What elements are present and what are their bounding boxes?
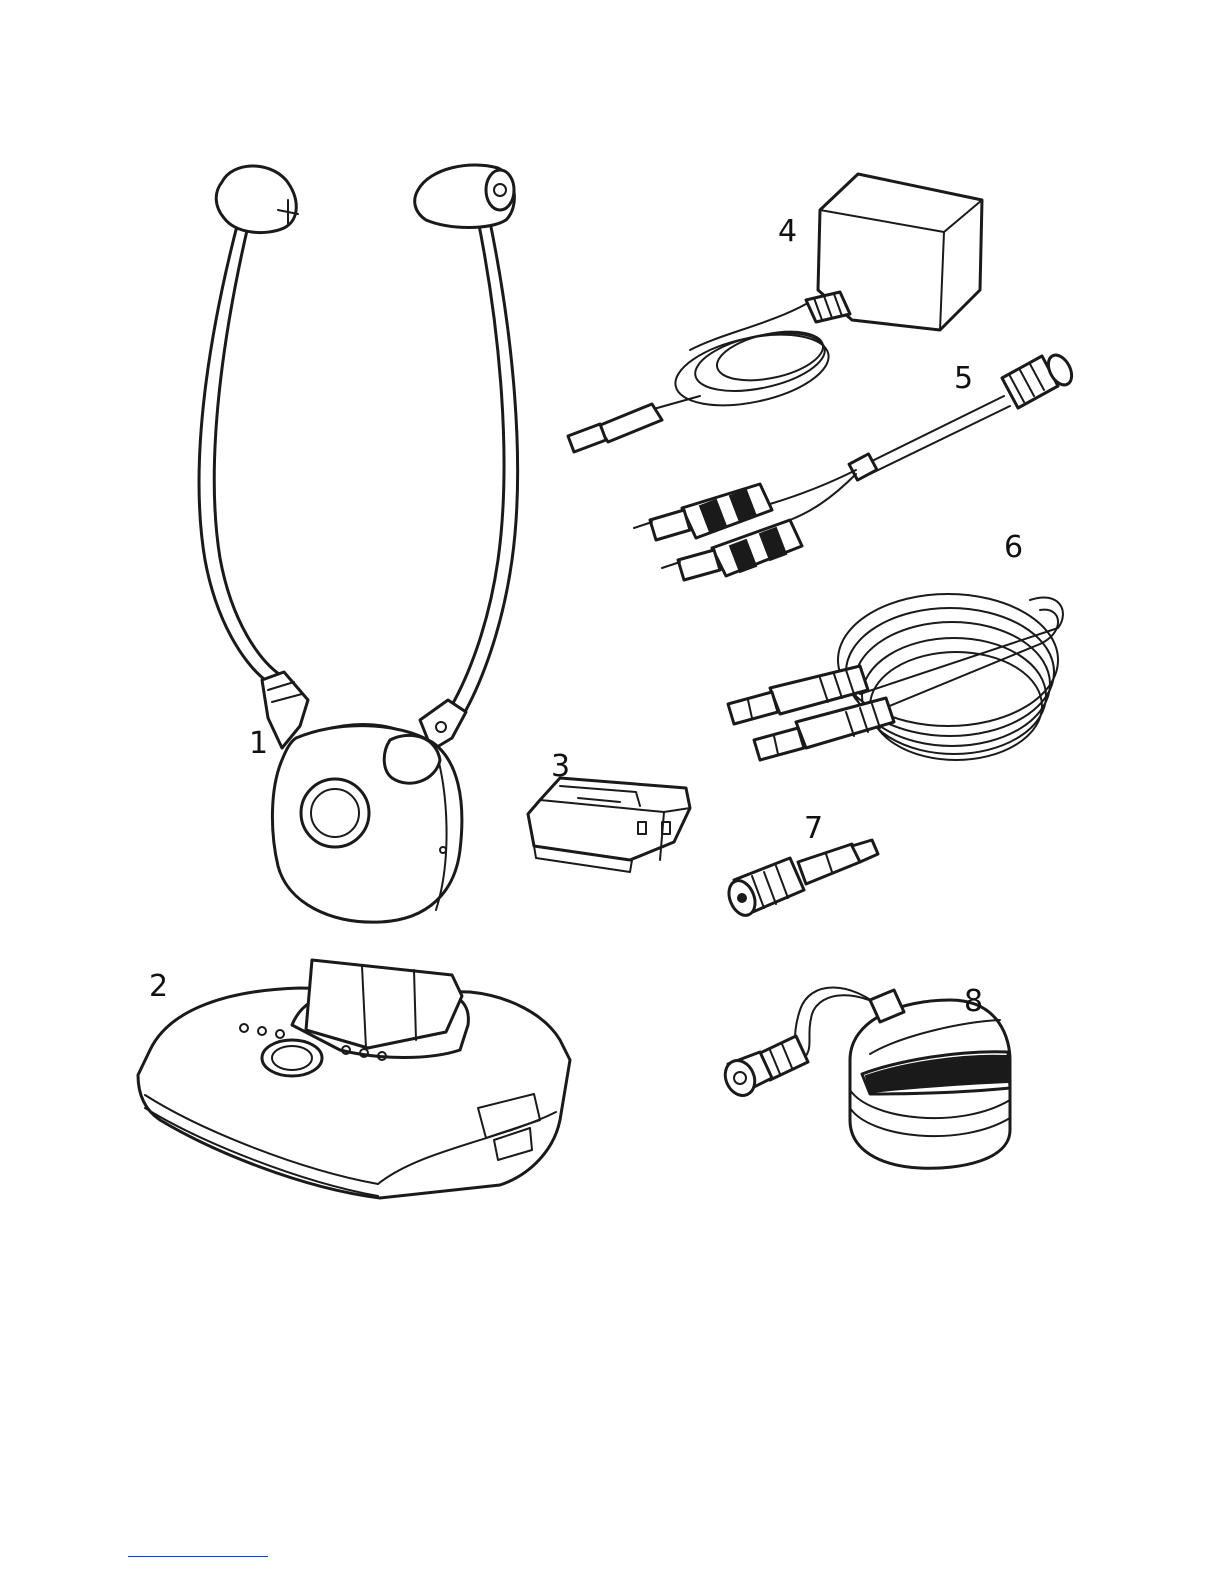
audio-cable-illustration <box>728 594 1063 760</box>
callout-5: 5 <box>954 361 973 396</box>
jack-adapter-illustration <box>724 840 878 919</box>
callout-1: 1 <box>249 726 268 761</box>
battery-pack-illustration <box>528 778 690 872</box>
callout-7: 7 <box>804 811 823 846</box>
callout-6: 6 <box>1004 530 1023 565</box>
headset-illustration <box>199 165 518 922</box>
callout-4: 4 <box>778 214 797 249</box>
power-adapter-illustration <box>568 174 982 452</box>
base-station-illustration <box>138 960 570 1198</box>
callout-8: 8 <box>964 984 983 1019</box>
callout-3: 3 <box>551 749 570 784</box>
footnote-separator <box>128 1556 268 1557</box>
callout-2: 2 <box>149 969 168 1004</box>
